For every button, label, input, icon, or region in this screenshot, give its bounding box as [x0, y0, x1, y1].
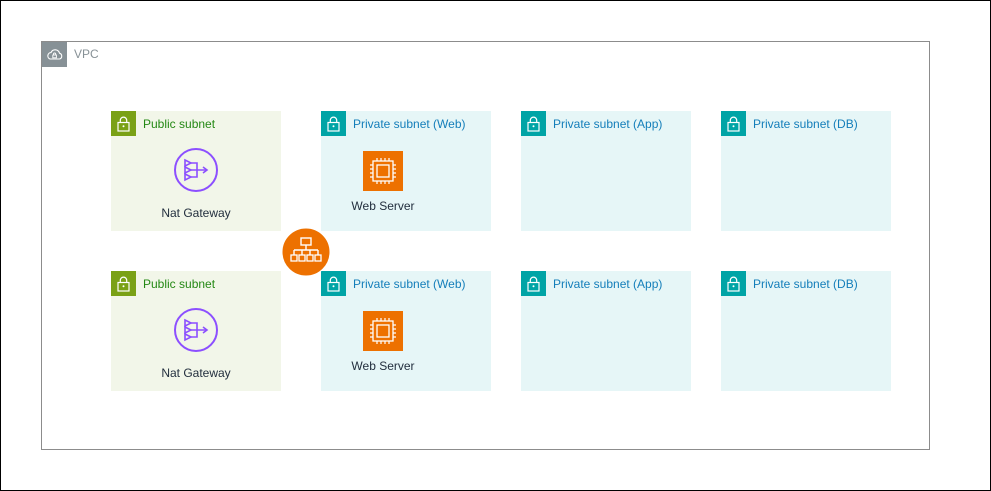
- load-balancer-icon[interactable]: [281, 227, 331, 277]
- lock-icon: [721, 271, 746, 296]
- node-label: Web Server: [351, 199, 415, 213]
- lock-icon: [521, 111, 546, 136]
- vpc-group: VPC: [41, 41, 930, 450]
- web-server-node[interactable]: Web Server: [343, 311, 423, 373]
- subnet-title: Private subnet (DB): [753, 117, 858, 131]
- private-subnet[interactable]: Private subnet (DB): [721, 271, 891, 391]
- subnet-title: Public subnet: [143, 117, 216, 131]
- private-subnet[interactable]: Private subnet (Web) Web Server: [321, 271, 491, 391]
- subnet-title: Private subnet (App): [553, 277, 663, 291]
- nat-gateway-icon: [173, 307, 219, 358]
- private-subnet[interactable]: Private subnet (DB): [721, 111, 891, 231]
- vpc-label: VPC: [74, 47, 99, 61]
- lock-icon: [721, 111, 746, 136]
- private-subnet[interactable]: Private subnet (App): [521, 111, 691, 231]
- node-label: Web Server: [351, 359, 415, 373]
- subnet-title: Public subnet: [143, 277, 216, 291]
- nat-gateway-icon: [173, 147, 219, 198]
- lock-icon: [321, 271, 346, 296]
- subnet-title: Private subnet (Web): [353, 277, 466, 291]
- web-server-node[interactable]: Web Server: [343, 151, 423, 213]
- subnet-title: Private subnet (DB): [753, 277, 858, 291]
- vpc-cloud-lock-icon: [42, 42, 67, 67]
- node-label: Nat Gateway: [161, 366, 231, 380]
- private-subnet[interactable]: Private subnet (App): [521, 271, 691, 391]
- lock-icon: [111, 111, 136, 136]
- subnet-title: Private subnet (Web): [353, 117, 466, 131]
- private-subnet[interactable]: Private subnet (Web) Web Server: [321, 111, 491, 231]
- ec2-instance-icon: [363, 151, 403, 191]
- subnet-title: Private subnet (App): [553, 117, 663, 131]
- lock-icon: [321, 111, 346, 136]
- node-label: Nat Gateway: [161, 206, 231, 220]
- ec2-instance-icon: [363, 311, 403, 351]
- lock-icon: [521, 271, 546, 296]
- nat-gateway-node[interactable]: Nat Gateway: [156, 307, 236, 380]
- nat-gateway-node[interactable]: Nat Gateway: [156, 147, 236, 220]
- lock-icon: [111, 271, 136, 296]
